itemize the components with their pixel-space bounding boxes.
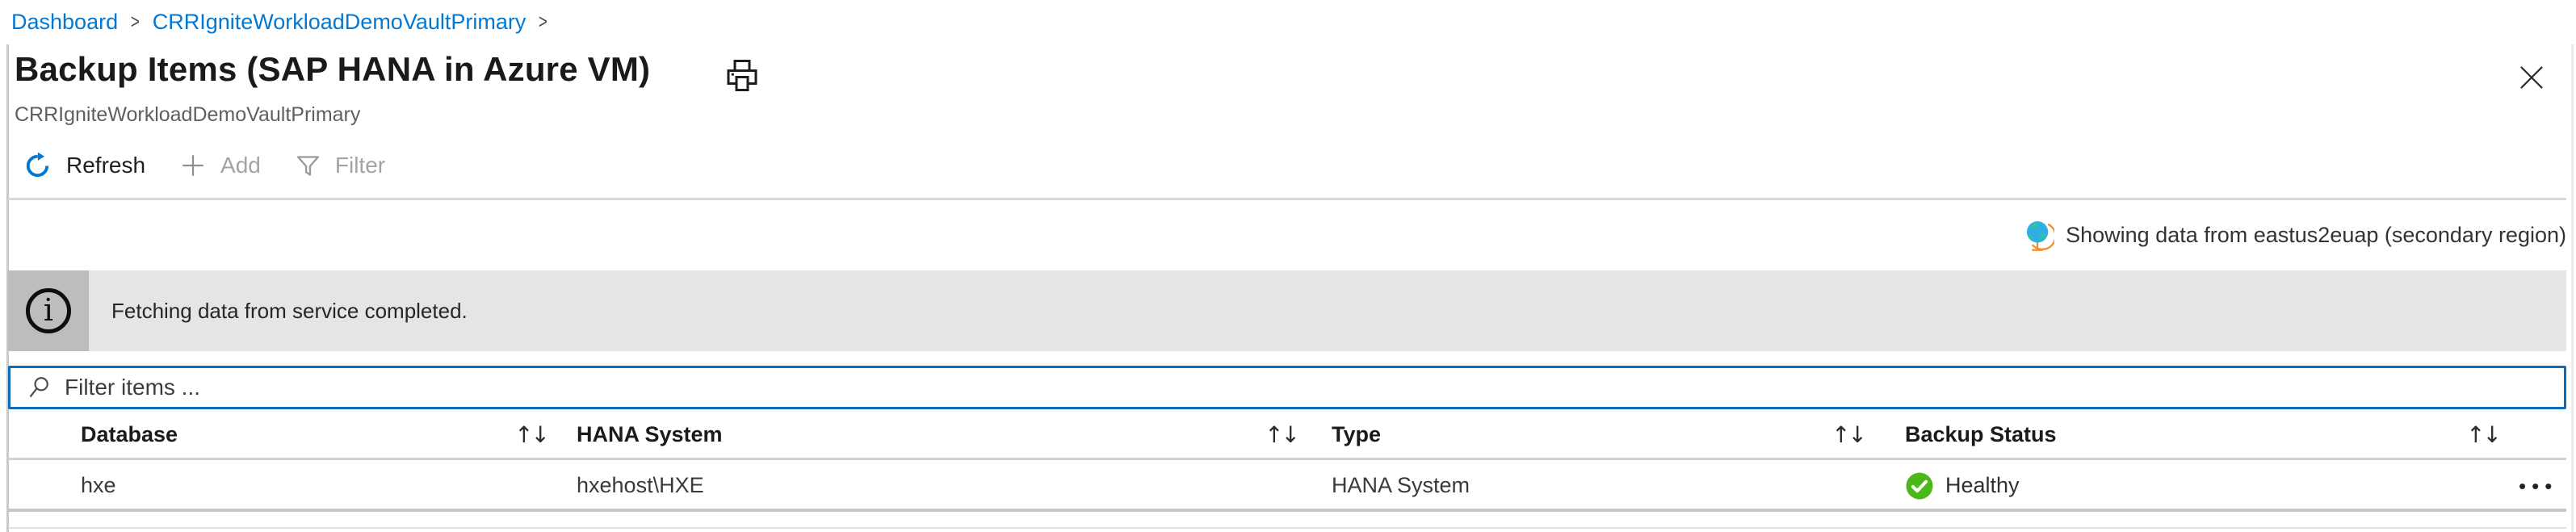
column-label: HANA System <box>577 421 723 446</box>
refresh-label: Refresh <box>66 153 146 178</box>
filter-label: Filter <box>334 153 386 178</box>
healthy-check-icon <box>1905 471 1934 501</box>
column-label: Database <box>81 421 178 446</box>
printer-icon <box>723 57 761 95</box>
sort-icon[interactable]: ↑↓ <box>2466 421 2502 448</box>
region-status-text: Showing data from eastus2euap (secondary… <box>2066 222 2566 247</box>
command-bar: Refresh Add Filter <box>23 146 385 185</box>
column-header-hana-system[interactable]: HANA System ↑↓ <box>565 421 1320 448</box>
globe-icon <box>2022 217 2055 253</box>
cell-backup-status: Healthy <box>1894 471 2507 501</box>
cell-type: HANA System <box>1332 473 1471 497</box>
breadcrumb-separator: > <box>539 10 548 33</box>
info-banner-text: Fetching data from service completed. <box>111 298 468 323</box>
blade-right-border <box>2571 44 2574 532</box>
print-button[interactable] <box>722 57 762 97</box>
column-header-type[interactable]: Type ↑↓ <box>1320 421 1894 448</box>
list-bottom-divider <box>8 527 2566 529</box>
info-icon: i <box>26 288 71 333</box>
breadcrumb-link-dashboard[interactable]: Dashboard <box>11 10 119 34</box>
region-status: Showing data from eastus2euap (secondary… <box>2022 212 2566 258</box>
column-label: Backup Status <box>1905 421 2057 446</box>
column-label: Type <box>1332 421 1382 446</box>
blade-left-border <box>6 44 9 532</box>
filter-items-box <box>8 366 2566 409</box>
page-title: Backup Items (SAP HANA in Azure VM) <box>15 50 651 88</box>
refresh-button[interactable]: Refresh <box>23 151 145 181</box>
breadcrumb: Dashboard > CRRIgniteWorkloadDemoVaultPr… <box>11 0 549 44</box>
row-context-menu-button[interactable]: ••• <box>2519 473 2558 498</box>
page-subtitle: CRRIgniteWorkloadDemoVaultPrimary <box>15 103 361 126</box>
column-header-database[interactable]: Database ↑↓ <box>8 421 565 448</box>
status-badge: Healthy <box>1945 473 2020 497</box>
info-icon-box: i <box>8 270 89 351</box>
close-icon <box>2515 61 2549 94</box>
sort-icon[interactable]: ↑↓ <box>514 421 550 448</box>
sort-icon[interactable]: ↑↓ <box>1265 421 1300 448</box>
plus-icon <box>179 152 207 179</box>
table-row[interactable]: hxe hxehost\HXE HANA System Healthy ••• <box>8 463 2566 512</box>
sort-icon[interactable]: ↑↓ <box>1831 421 1867 448</box>
refresh-icon <box>23 151 52 181</box>
search-icon <box>27 375 52 400</box>
info-banner: i Fetching data from service completed. <box>8 270 2566 351</box>
table-header-row: Database ↑↓ HANA System ↑↓ Type ↑↓ Backu… <box>8 411 2566 460</box>
cell-database: hxe <box>81 473 116 497</box>
add-button[interactable]: Add <box>179 152 261 179</box>
cell-actions: ••• <box>2507 475 2570 496</box>
breadcrumb-link-vault[interactable]: CRRIgniteWorkloadDemoVaultPrimary <box>152 10 527 34</box>
breadcrumb-separator: > <box>130 10 140 33</box>
filter-items-input[interactable] <box>65 375 2549 400</box>
close-button[interactable] <box>2513 60 2550 97</box>
add-label: Add <box>220 153 261 178</box>
column-header-backup-status[interactable]: Backup Status ↑↓ <box>1894 421 2507 448</box>
cell-hana-system: hxehost\HXE <box>577 473 704 497</box>
funnel-icon <box>295 153 321 179</box>
toolbar-separator <box>8 198 2566 200</box>
filter-button[interactable]: Filter <box>295 153 385 179</box>
